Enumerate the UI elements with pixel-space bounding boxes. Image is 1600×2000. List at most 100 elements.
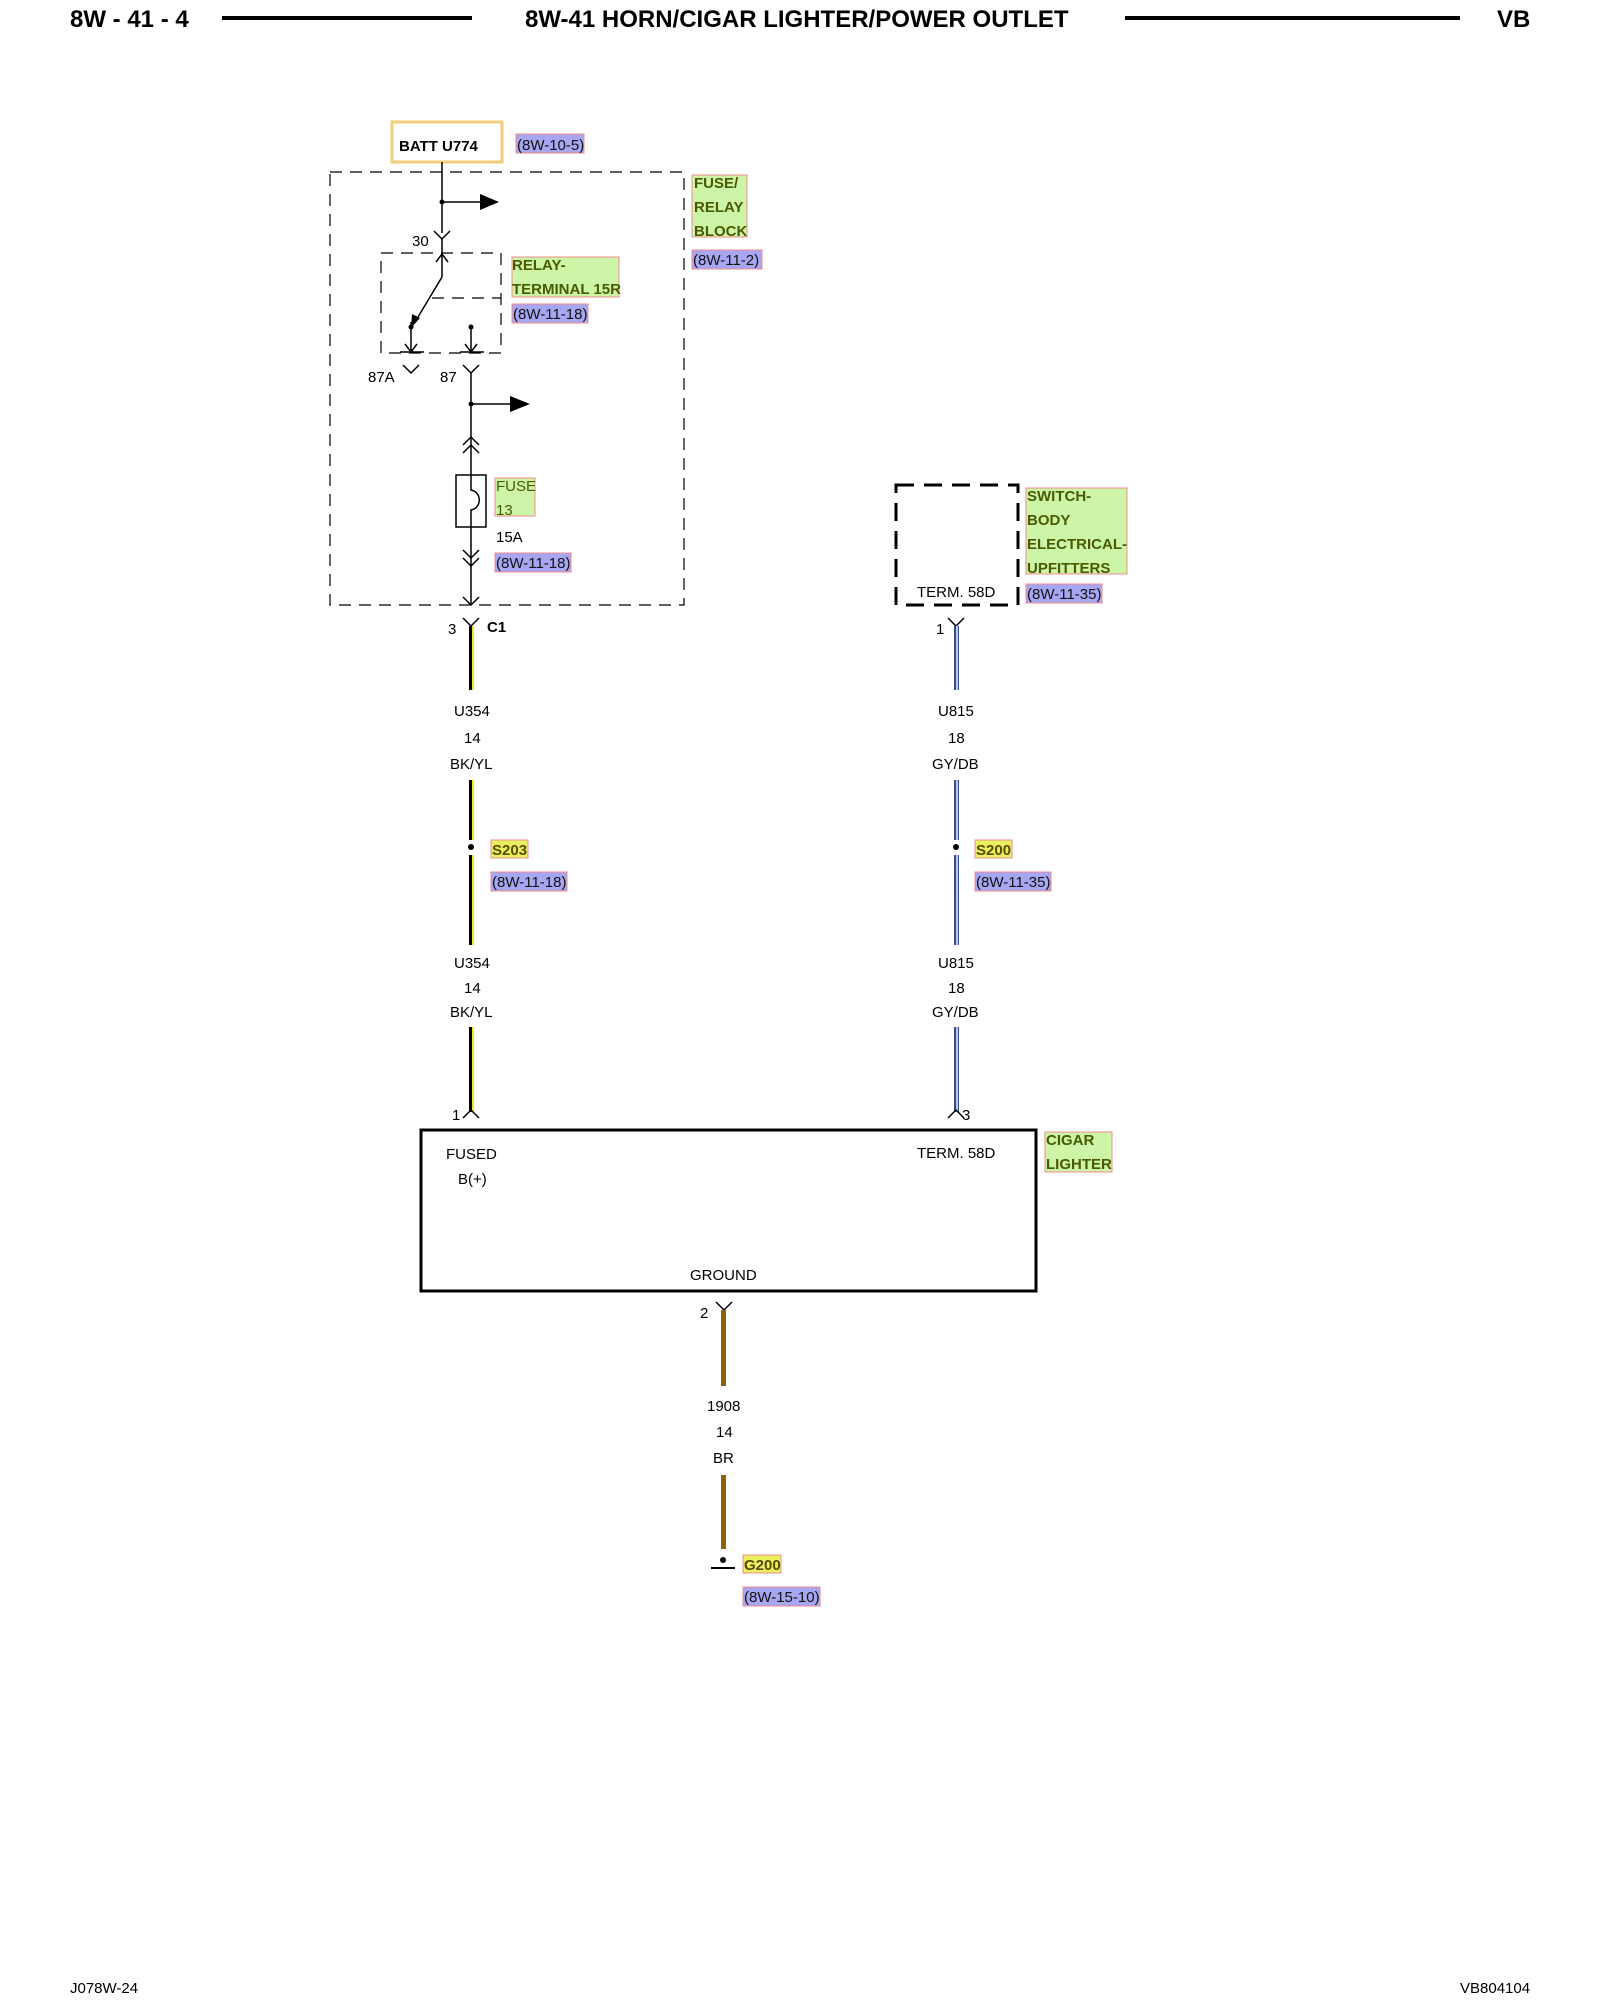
- wire-u354-lower-circuit: U354: [454, 955, 490, 972]
- fuse-relay-block-label-2: RELAY: [694, 199, 743, 216]
- switch-ref-bg: [1025, 583, 1103, 604]
- batt-box: [390, 120, 504, 164]
- vehicle-code: VB: [1497, 6, 1531, 33]
- page-number: 8W - 41 - 4: [70, 6, 189, 33]
- batt-label: BATT U774: [399, 138, 479, 155]
- footer-left: J078W-24: [70, 1980, 139, 1997]
- cigar-ground-label: GROUND: [690, 1267, 757, 1284]
- switch-label-4: UPFITTERS: [1027, 560, 1110, 577]
- fuse-relay-block-label-1: FUSE/: [694, 175, 739, 192]
- wire-u815-lower-a-stripe: [956, 855, 958, 945]
- relay-no-dot: [468, 324, 474, 330]
- cigar-pin-1: 1: [452, 1107, 460, 1124]
- wire-u354-lower-color: BK/YL: [450, 1004, 493, 1021]
- fuse-relay-block-label-bg: [691, 174, 748, 238]
- relay-label-1: RELAY-: [512, 257, 566, 274]
- splice-s203-ref[interactable]: (8W-11-18): [492, 874, 566, 891]
- fuse-top-connector-1: [462, 435, 480, 446]
- wire-u354-lower-a-stripe: [472, 855, 474, 945]
- wire-u354-upper-a-stripe: [472, 626, 474, 690]
- cigar-pin-1-connector: [462, 1108, 480, 1119]
- wire-u815-upper-a-stripe: [956, 626, 958, 690]
- wire-1908-lower: [721, 1475, 726, 1549]
- relay-nc-arrow: [404, 343, 418, 354]
- c1-name: C1: [487, 619, 506, 636]
- fuse-ref[interactable]: (8W-11-18): [496, 555, 570, 572]
- fuse-relay-block-boundary: [329, 171, 685, 606]
- pin-30-label: 30: [412, 233, 429, 250]
- wire-1908-circuit: 1908: [707, 1398, 740, 1415]
- splice-s203-dot: [468, 844, 474, 850]
- splice-s200-label: S200: [976, 842, 1011, 859]
- fuse-relay-block-label-3: BLOCK: [694, 223, 747, 240]
- pin-87-label: 87: [440, 369, 457, 386]
- switch-ref[interactable]: (8W-11-35): [1027, 586, 1101, 603]
- batt-ref[interactable]: (8W-10-5): [517, 137, 584, 154]
- ground-g200-ref-bg: [742, 1586, 821, 1607]
- pin-87a-label: 87A: [368, 369, 395, 386]
- splice-s203-label: S203: [492, 842, 527, 859]
- wire-u354-lower-a: [469, 855, 474, 945]
- splice-s200-ref-bg: [974, 871, 1052, 892]
- wire-u815-lower-color: GY/DB: [932, 1004, 979, 1021]
- cigar-lighter-box: [419, 1128, 1038, 1293]
- ground-g200-dot: [720, 1557, 726, 1563]
- splice-s203-ref-bg: [490, 871, 568, 892]
- switch-pin: 1: [936, 621, 944, 638]
- cigar-pin-2: 2: [700, 1305, 708, 1322]
- fuse-bottom-connector-2: [462, 557, 480, 568]
- cigar-pin-3-connector: [947, 1108, 965, 1119]
- wire-1908-color: BR: [713, 1450, 734, 1467]
- relay-switch-arm: [414, 276, 443, 323]
- ground-g200-ref[interactable]: (8W-15-10): [744, 1589, 820, 1606]
- wire-u354-lower-gauge: 14: [464, 980, 481, 997]
- relay-label-bg: [511, 256, 620, 298]
- cigar-fused-label-2: B(+): [458, 1171, 487, 1188]
- wire-1908-gauge: 14: [716, 1424, 733, 1441]
- c1-pin: 3: [448, 621, 456, 638]
- wire-u815-upper-color: GY/DB: [932, 756, 979, 773]
- footer-right: VB804104: [1460, 1980, 1531, 1997]
- cigar-pin-2-connector: [715, 1301, 733, 1312]
- wire-1908-upper: [721, 1310, 726, 1386]
- relay-output-arrow: [510, 396, 530, 412]
- wire-u354-lower-b: [469, 1027, 474, 1112]
- wire-u354-upper-b-stripe: [472, 780, 474, 840]
- relay-ref[interactable]: (8W-11-18): [513, 306, 587, 323]
- wire-u354-upper-b: [469, 780, 474, 840]
- pin-87-connector: [462, 364, 480, 375]
- switch-label-2: BODY: [1027, 512, 1070, 529]
- switch-label-3: ELECTRICAL-: [1027, 536, 1127, 553]
- wire-u815-upper-gauge: 18: [948, 730, 965, 747]
- fuse-relay-block-ref-bg: [691, 249, 763, 270]
- pin-87a-connector: [402, 364, 420, 375]
- fuse-relay-block-ref[interactable]: (8W-11-2): [693, 252, 759, 269]
- wire-u815-lower-b-stripe: [956, 1027, 958, 1112]
- fuse-13-element: [470, 475, 480, 527]
- relay-switch-arrowhead: [411, 314, 420, 328]
- fuse-label-1: FUSE: [496, 478, 536, 495]
- fuse-out-arrow: [462, 596, 480, 607]
- switch-label-bg: [1025, 487, 1128, 575]
- page-title: 8W-41 HORN/CIGAR LIGHTER/POWER OUTLET: [525, 6, 1069, 33]
- fuse-label-2: 13: [496, 502, 513, 519]
- switch-label-1: SWITCH-: [1027, 488, 1091, 505]
- wire-u815-upper-b-stripe: [956, 780, 958, 840]
- fuse-bottom-connector-1: [462, 549, 480, 560]
- wire-u354-upper-color: BK/YL: [450, 756, 493, 773]
- wire-u354-lower-b-stripe: [472, 1027, 474, 1112]
- splice-s200-ref[interactable]: (8W-11-35): [976, 874, 1050, 891]
- fuse-top-connector-2: [462, 443, 480, 454]
- batt-branch-arrow: [480, 194, 499, 210]
- cigar-term-label: TERM. 58D: [917, 1145, 996, 1162]
- relay-ref-bg: [511, 303, 589, 324]
- header-rule-left: [222, 16, 472, 20]
- cigar-lighter-label-1: CIGAR: [1046, 1132, 1095, 1149]
- fuse-ref-bg: [494, 552, 572, 573]
- cigar-fused-label-1: FUSED: [446, 1146, 497, 1163]
- wire-u815-upper-circuit: U815: [938, 703, 974, 720]
- switch-pin-connector: [947, 617, 965, 628]
- splice-s200-bg: [974, 839, 1013, 859]
- fuse-rating: 15A: [496, 529, 523, 546]
